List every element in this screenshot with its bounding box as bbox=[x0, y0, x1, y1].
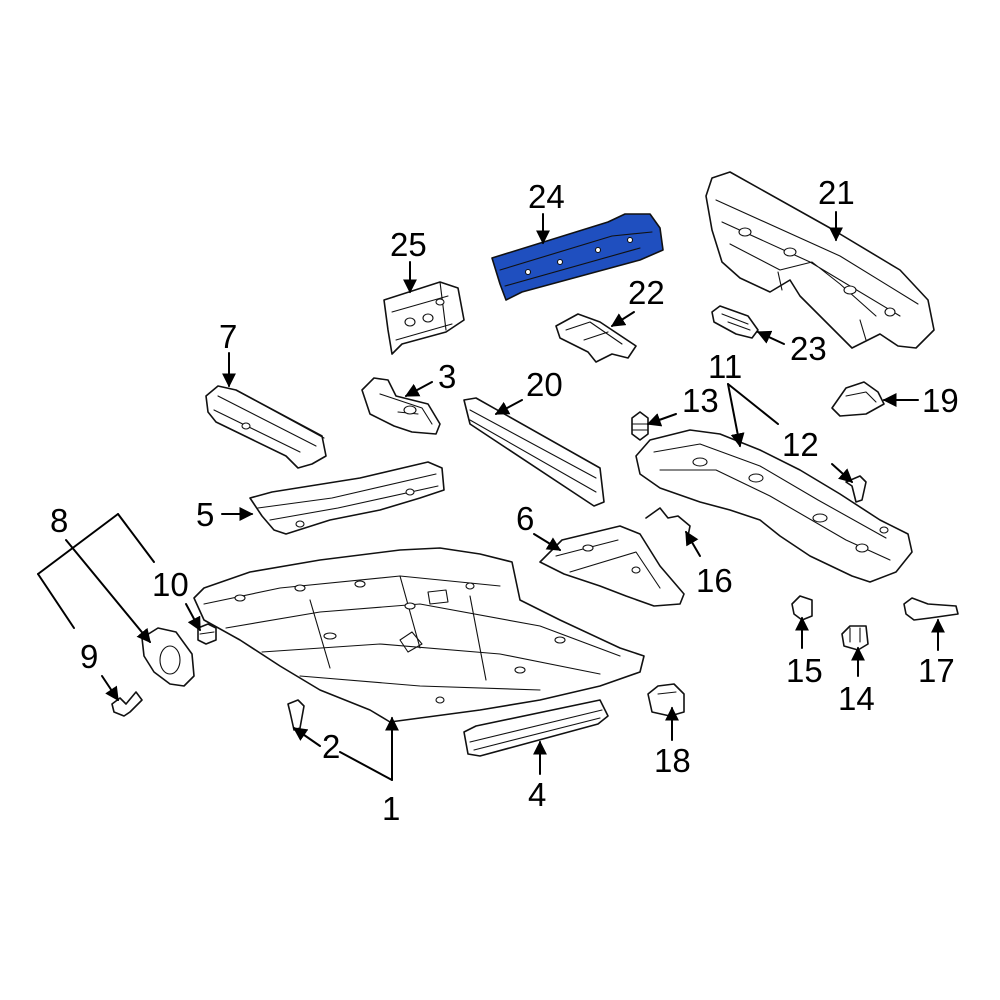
callout-8: 8 bbox=[50, 502, 68, 539]
part-1-front-floor-pan[interactable] bbox=[193, 547, 645, 723]
callout-18: 18 bbox=[654, 742, 691, 779]
part-21-rear-floor-crossmember[interactable] bbox=[705, 171, 935, 349]
part-25-bracket[interactable] bbox=[383, 281, 465, 355]
part-22-bracket[interactable] bbox=[555, 313, 637, 363]
part-11-rear-floor-pan[interactable] bbox=[635, 429, 913, 583]
callout-22: 22 bbox=[628, 274, 665, 311]
part-6-bracket[interactable] bbox=[539, 525, 685, 607]
part-16-hook[interactable] bbox=[645, 507, 691, 537]
callout-13: 13 bbox=[682, 382, 719, 419]
callout-6: 6 bbox=[516, 500, 534, 537]
callout-2: 2 bbox=[322, 728, 340, 765]
callout-1: 1 bbox=[382, 790, 400, 827]
part-13-grommet[interactable] bbox=[631, 411, 649, 441]
part-19-cap[interactable] bbox=[831, 381, 885, 417]
callout-25: 25 bbox=[390, 226, 427, 263]
callout-19: 19 bbox=[922, 382, 959, 419]
part-7-side-member[interactable] bbox=[205, 385, 327, 469]
part-3-support[interactable] bbox=[361, 377, 441, 435]
callout-23: 23 bbox=[790, 330, 827, 367]
callout-24: 24 bbox=[528, 178, 565, 215]
callout-21: 21 bbox=[818, 174, 855, 211]
callout-10: 10 bbox=[152, 566, 189, 603]
part-20-reinforcement[interactable] bbox=[463, 397, 605, 507]
part-2-bolt[interactable] bbox=[287, 699, 305, 731]
callout-4: 4 bbox=[528, 776, 546, 813]
callout-16: 16 bbox=[696, 562, 733, 599]
callout-17: 17 bbox=[918, 652, 955, 689]
part-14-clip[interactable] bbox=[841, 625, 869, 651]
part-18-clip[interactable] bbox=[647, 683, 685, 717]
callout-9: 9 bbox=[80, 638, 98, 675]
callout-15: 15 bbox=[786, 652, 823, 689]
part-15-clip[interactable] bbox=[791, 595, 813, 621]
part-10-grommet[interactable] bbox=[197, 623, 217, 645]
callout-labels: 24 25 21 22 23 7 3 20 11 13 19 12 5 8 6 … bbox=[50, 174, 959, 827]
callout-7: 7 bbox=[219, 318, 237, 355]
leader-lines bbox=[37, 211, 945, 781]
callout-11: 11 bbox=[708, 348, 742, 385]
part-23-pad[interactable] bbox=[711, 305, 759, 339]
callout-12: 12 bbox=[782, 426, 819, 463]
part-9-bolt[interactable] bbox=[111, 691, 143, 717]
callout-20: 20 bbox=[526, 366, 563, 403]
part-8-cover[interactable] bbox=[141, 627, 195, 687]
part-4-reinforcement[interactable] bbox=[463, 699, 609, 757]
part-24-floor-crossmember[interactable] bbox=[491, 213, 664, 301]
part-5-crossmember[interactable] bbox=[249, 461, 445, 535]
callout-5: 5 bbox=[196, 496, 214, 533]
callout-14: 14 bbox=[838, 680, 875, 717]
callout-3: 3 bbox=[438, 358, 456, 395]
part-17-bracket[interactable] bbox=[903, 597, 959, 621]
